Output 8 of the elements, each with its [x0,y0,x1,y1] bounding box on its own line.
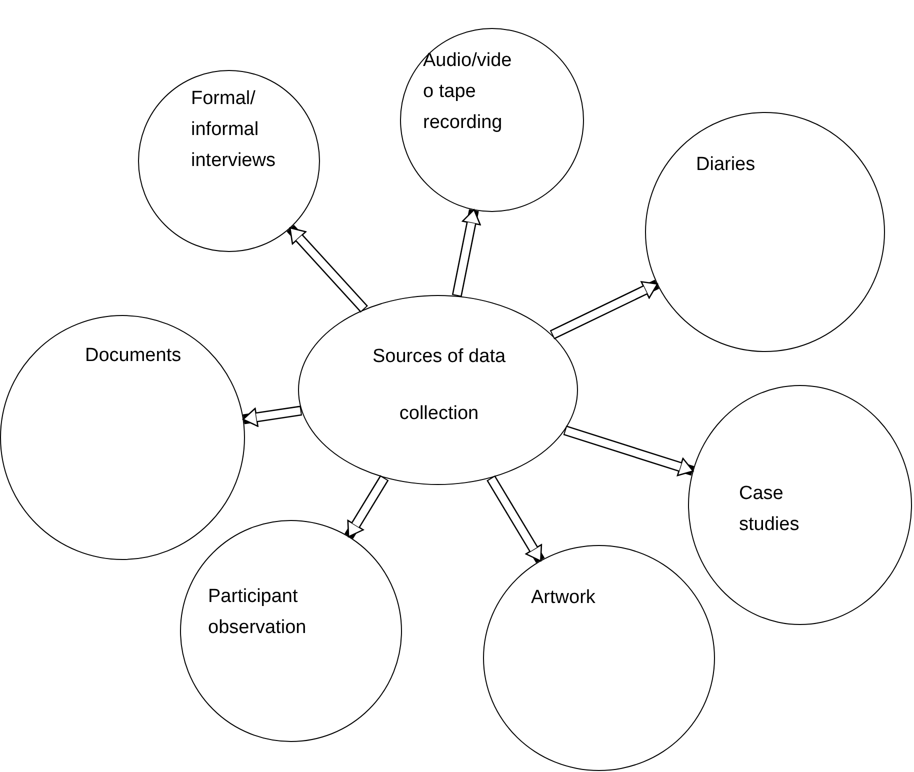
node-text: Artwork [531,586,596,610]
node-text: Audio/vide o tape recording [423,49,513,135]
node-text: Formal/ informal interviews [191,87,276,173]
node-text: Sources of data collection [371,345,507,426]
node-text: Diaries [696,153,756,177]
node-text: Case studies [739,482,800,537]
node-text: Documents [85,344,182,368]
node-text: Participant observation [208,585,308,640]
